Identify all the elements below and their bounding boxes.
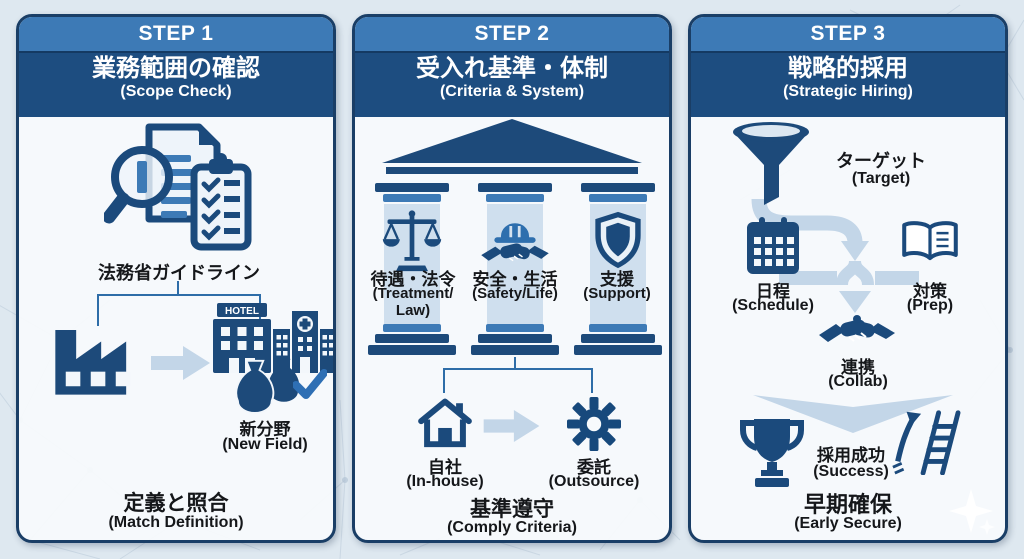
- pillar3-label-jp: 支援: [600, 270, 634, 289]
- prep-label-en: (Prep): [906, 297, 954, 314]
- book-icon: [902, 221, 958, 261]
- helmet-handshake-icon: [481, 223, 549, 262]
- pillar1-label-en2: Law): [395, 302, 431, 319]
- hotel-building-icon: HOTEL: [213, 303, 271, 373]
- step1-panel: STEP 1 業務範囲の確認 (Scope Check) 法務省ガイ: [16, 14, 336, 543]
- pillar2-capital: [478, 183, 552, 192]
- step1-footer-jp: 定義と照合: [123, 492, 229, 515]
- house-icon: [418, 398, 472, 448]
- pillar1-base2: [375, 334, 449, 343]
- pillar1-label-jp: 待遇・法令: [370, 270, 456, 289]
- guideline-label: 法務省ガイドライン: [98, 263, 260, 283]
- inhouse-label-en: (In-house): [406, 473, 484, 490]
- success-label-jp: 採用成功: [817, 446, 885, 465]
- success-label-en: (Success): [813, 463, 889, 480]
- right-arrow-icon: [483, 409, 540, 443]
- step1-title-jp: 業務範囲の確認: [92, 55, 260, 82]
- inhouse-label-jp: 自社: [428, 458, 462, 477]
- trophy-icon: [740, 419, 804, 487]
- pillar3-base1: [589, 324, 647, 332]
- step3-title-en: (Strategic Hiring): [783, 82, 913, 100]
- funnel-icon: [733, 122, 809, 205]
- connector-stem: [177, 281, 179, 294]
- check-icon: [293, 369, 327, 399]
- shield-icon: [595, 211, 641, 269]
- new-field-label-en: (New Field): [222, 436, 308, 453]
- pillar1-base3: [368, 345, 456, 355]
- step3-panel: STEP 3 戦略的採用 (Strategic Hiring) ターゲット (T…: [688, 14, 1008, 543]
- step2-title-jp: 受入れ基準・体制: [416, 55, 608, 82]
- hotel-sign-text: HOTEL: [225, 306, 259, 317]
- connector-bracket: [443, 368, 593, 393]
- pillar1-label-en: (Treatment/: [372, 285, 454, 302]
- step3-band-label: STEP 3: [691, 17, 1005, 53]
- schedule-label-jp: 日程: [756, 282, 790, 301]
- step2-panel: STEP 2 受入れ基準・体制 (Criteria & System): [352, 14, 672, 543]
- step2-footer-jp: 基準遵守: [470, 498, 554, 521]
- prep-label-jp: 対策: [913, 282, 947, 301]
- pillar3-capital2: [589, 194, 647, 202]
- step3-footer-jp: 早期確保: [803, 492, 892, 517]
- pillar3-label-en: (Support): [583, 285, 651, 302]
- outsource-label-en: (Outsource): [548, 473, 640, 490]
- pillar3-capital: [581, 183, 655, 192]
- target-label-jp: ターゲット: [836, 151, 926, 171]
- flow-arrows: [751, 199, 919, 313]
- bags-icon: [235, 358, 300, 414]
- right-arrow-icon: [151, 346, 210, 380]
- scales-icon: [382, 210, 442, 272]
- ladder-growth-icon: [892, 410, 961, 475]
- collab-label-en: (Collab): [828, 373, 888, 390]
- collab-label-jp: 連携: [841, 358, 875, 377]
- target-label-en: (Target): [851, 170, 911, 187]
- pillar2-label-jp: 安全・生活: [472, 270, 558, 289]
- step2-title-band: 受入れ基準・体制 (Criteria & System): [355, 53, 669, 117]
- pillar2-label-en: (Safety/Life): [472, 285, 558, 302]
- step2-band-label: STEP 2: [355, 17, 669, 53]
- step1-title-band: 業務範囲の確認 (Scope Check): [19, 53, 333, 117]
- pillar1-base1: [383, 324, 441, 332]
- sparkle-icon: [949, 489, 995, 535]
- outsource-label-jp: 委託: [577, 458, 611, 477]
- schedule-label-en: (Schedule): [732, 297, 814, 314]
- step2-footer-en: (Comply Criteria): [447, 519, 577, 536]
- step3-title-band: 戦略的採用 (Strategic Hiring): [691, 53, 1005, 117]
- calendar-icon: [747, 217, 799, 274]
- step3-title-jp: 戦略的採用: [788, 55, 908, 82]
- temple-roof-icon: [382, 119, 642, 174]
- factory-icon: [55, 330, 131, 395]
- connector-stem: [514, 357, 516, 368]
- step3-footer-en: (Early Secure): [794, 515, 902, 532]
- pillar2-base2: [478, 334, 552, 343]
- down-chevron-arrow: [753, 395, 953, 433]
- pillar2-base1: [486, 324, 544, 332]
- step2-title-en: (Criteria & System): [439, 82, 585, 100]
- gear-icon: [567, 397, 621, 451]
- step1-band-label: STEP 1: [19, 17, 333, 53]
- pillar2-capital2: [486, 194, 544, 202]
- pillar2-base3: [471, 345, 559, 355]
- handshake-icon: [819, 315, 895, 342]
- step1-title-en: (Scope Check): [120, 82, 232, 100]
- pillar1-capital2: [383, 194, 441, 202]
- pillar3-base3: [574, 345, 662, 355]
- pillar3-base2: [581, 334, 655, 343]
- pillar1-capital: [375, 183, 449, 192]
- step1-footer-en: (Match Definition): [108, 514, 244, 531]
- document-search-clipboard-icon: [104, 123, 252, 251]
- new-field-label-jp: 新分野: [239, 420, 291, 439]
